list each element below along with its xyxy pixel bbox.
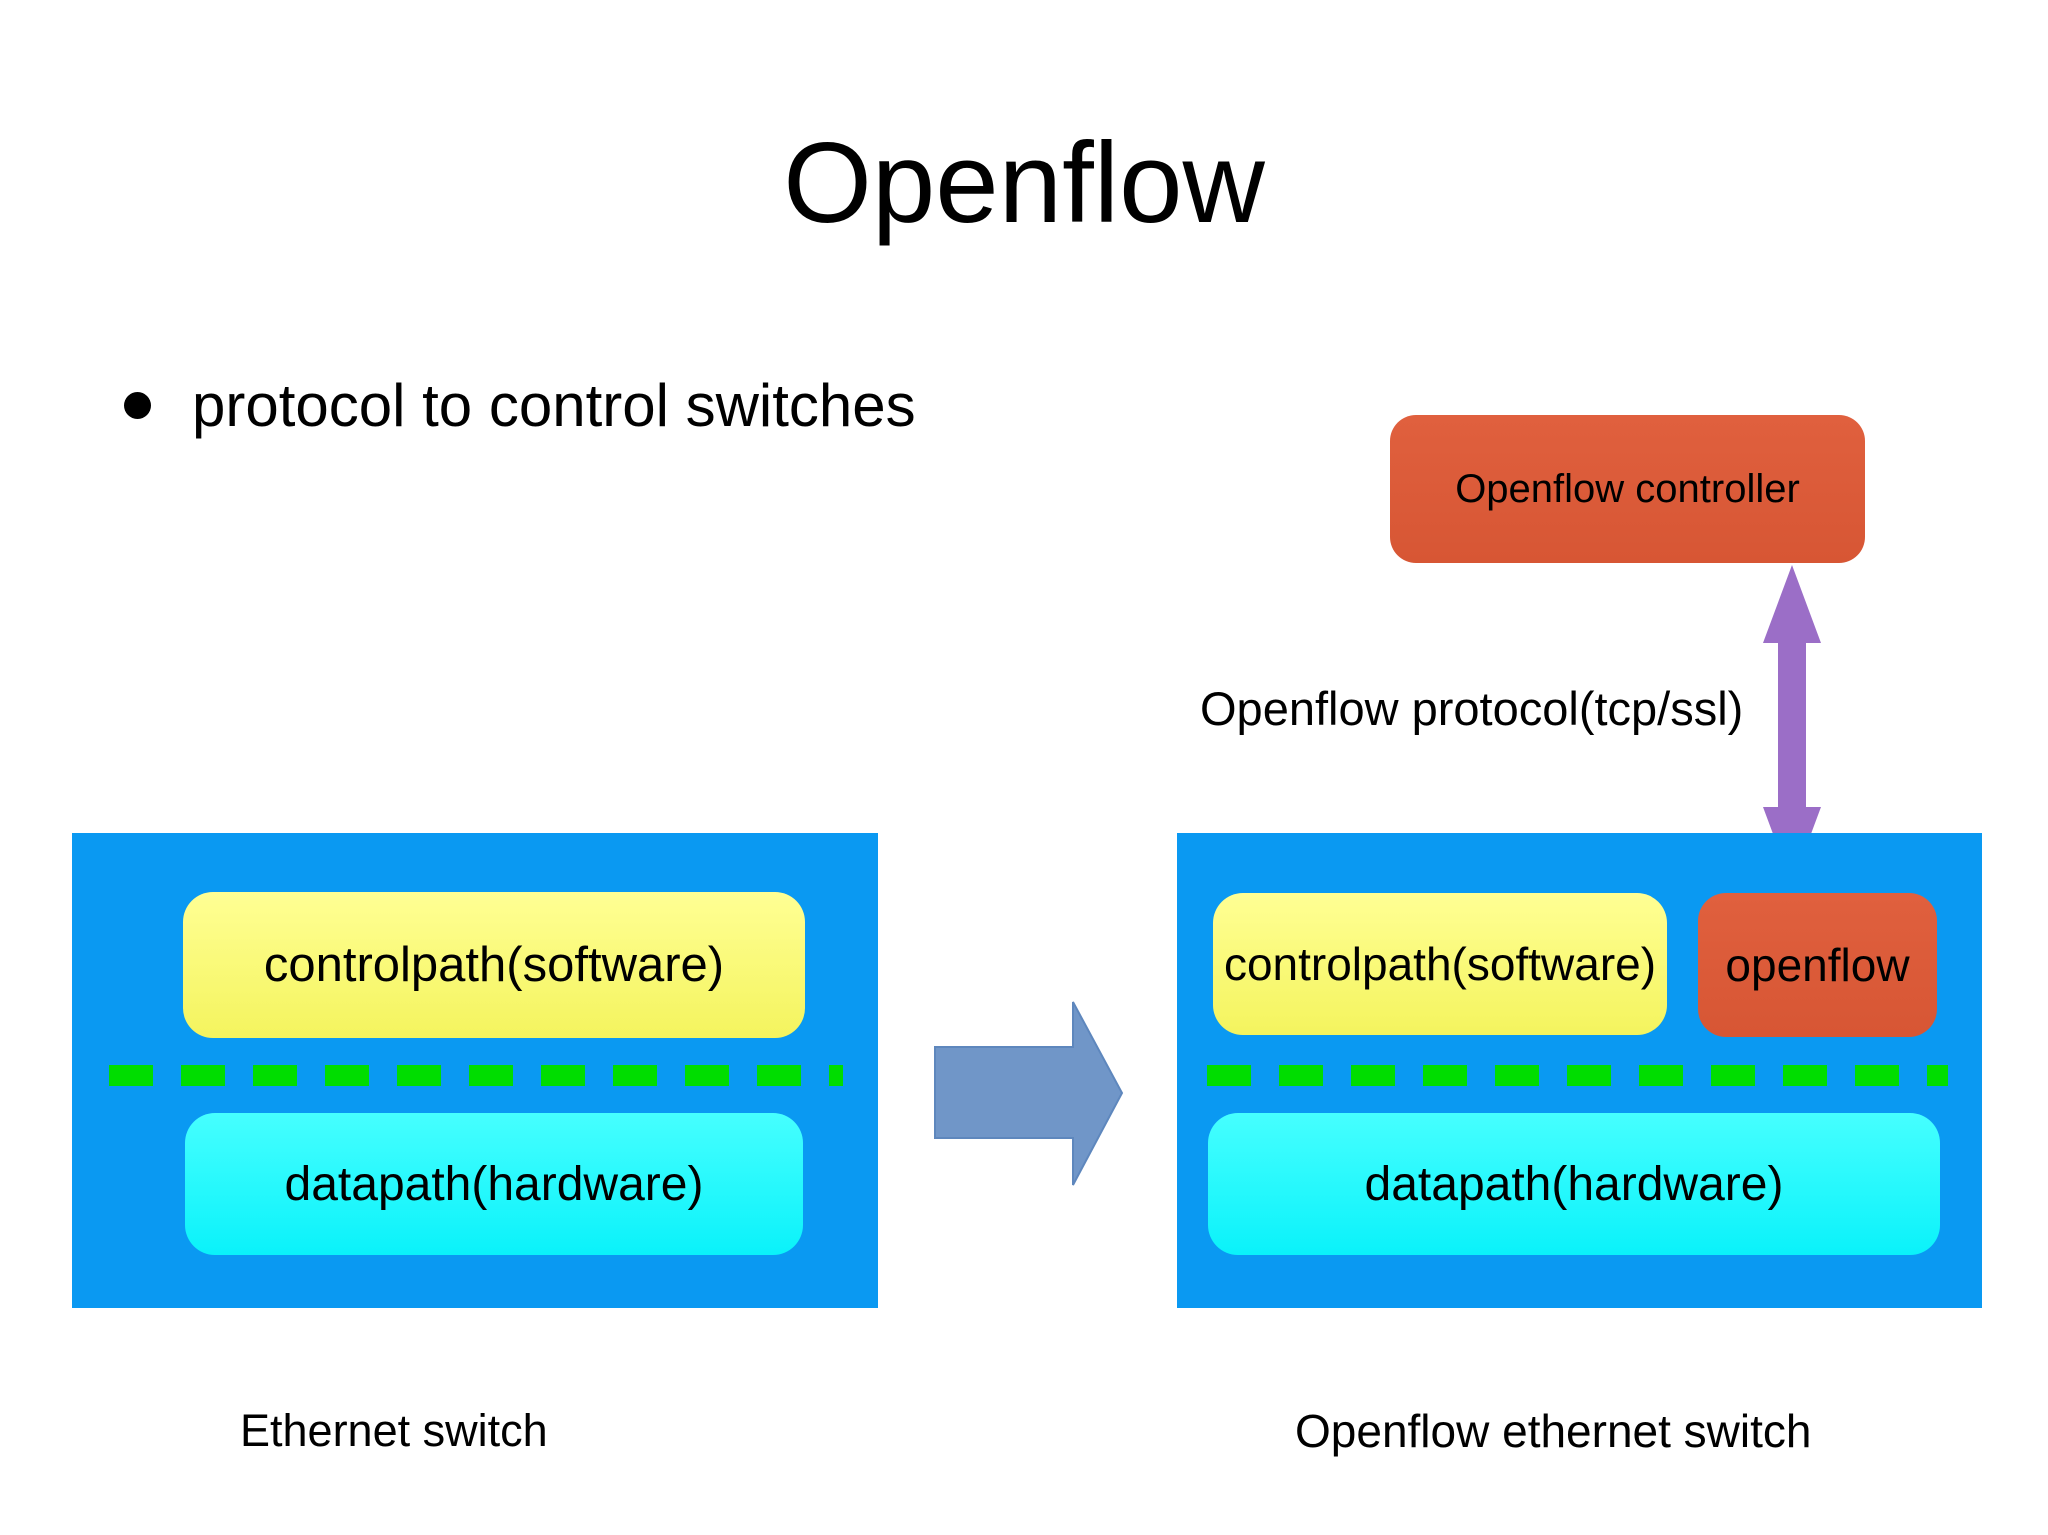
openflow-module-box: openflow xyxy=(1698,893,1937,1037)
left-datapath-box: datapath(hardware) xyxy=(185,1113,803,1255)
openflow-controller-label: Openflow controller xyxy=(1455,466,1800,511)
openflow-controller-box: Openflow controller xyxy=(1390,415,1865,563)
right-datapath-label: datapath(hardware) xyxy=(1364,1157,1784,1211)
openflow-ethernet-switch-box: controlpath(software) openflow datapath(… xyxy=(1177,833,1982,1308)
openflow-ethernet-switch-caption: Openflow ethernet switch xyxy=(1295,1405,1812,1457)
left-datapath-label: datapath(hardware) xyxy=(284,1157,704,1211)
bullet-item: protocol to control switches xyxy=(192,372,916,439)
right-controlpath-label: controlpath(software) xyxy=(1223,938,1657,990)
right-datapath-box: datapath(hardware) xyxy=(1208,1113,1940,1255)
ethernet-switch-box: controlpath(software) datapath(hardware) xyxy=(72,833,878,1308)
openflow-protocol-label: Openflow protocol(tcp/ssl) xyxy=(1200,682,1744,735)
left-controlpath-label: controlpath(software) xyxy=(263,938,725,992)
right-sw-hw-divider xyxy=(1207,1065,1948,1086)
transform-arrow xyxy=(934,1001,1124,1186)
left-sw-hw-divider xyxy=(109,1065,843,1086)
ethernet-switch-caption: Ethernet switch xyxy=(240,1405,548,1456)
bullet-marker xyxy=(124,392,151,419)
left-controlpath-box: controlpath(software) xyxy=(183,892,805,1038)
slide-title: Openflow xyxy=(783,120,1265,247)
openflow-module-label: openflow xyxy=(1725,939,1910,991)
right-controlpath-box: controlpath(software) xyxy=(1213,893,1667,1035)
